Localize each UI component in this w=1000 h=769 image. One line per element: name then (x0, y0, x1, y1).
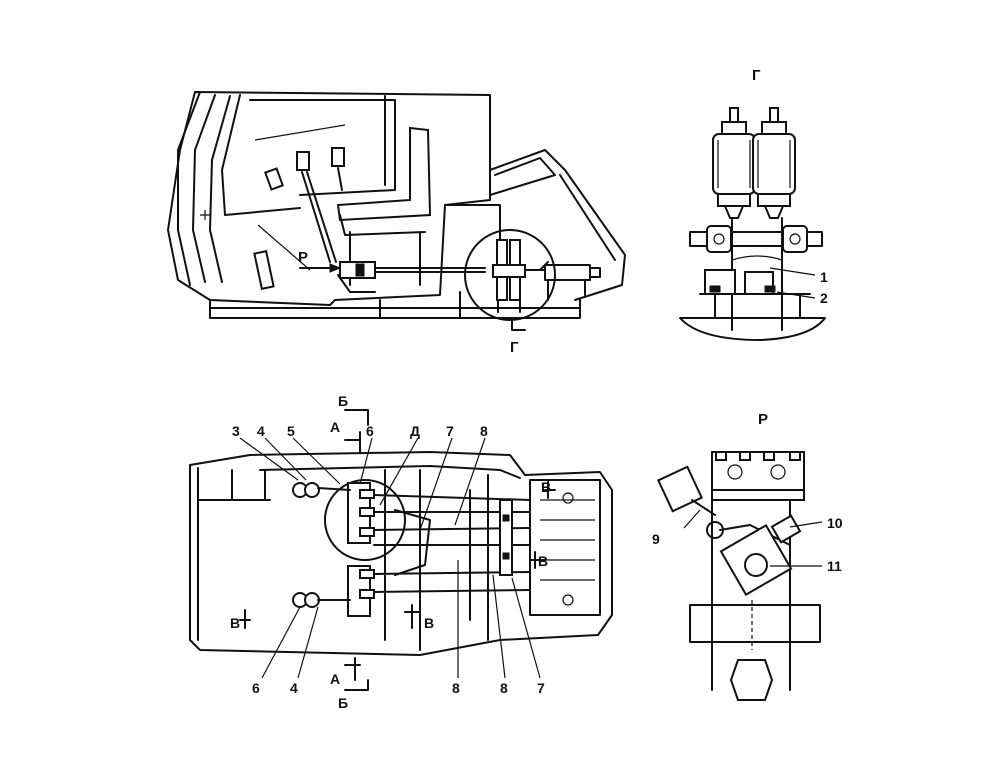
callout-6-top: 6 (366, 423, 374, 439)
callout-8-bottom-a: 8 (452, 680, 460, 696)
callout-6-bottom: 6 (252, 680, 260, 696)
callout-7-top: 7 (446, 423, 454, 439)
section-v-top: В (541, 479, 551, 495)
section-v-mid: В (538, 553, 548, 569)
plan-view: Б А В В В В А Б 3 4 5 6 Д 7 8 6 4 8 8 7 (189, 393, 613, 711)
callout-10: 10 (827, 515, 843, 531)
callout-8-bottom-b: 8 (500, 680, 508, 696)
callout-5: 5 (287, 423, 295, 439)
detail-p-title: Р (758, 411, 768, 428)
callout-2: 2 (820, 290, 828, 306)
section-b-top: Б (338, 393, 348, 409)
detail-p-view: Р 9 10 11 (652, 411, 843, 701)
section-b-bottom: Б (338, 695, 348, 711)
section-a-top: А (330, 419, 340, 435)
section-a-bottom: А (330, 671, 340, 687)
side-view: Р Г (167, 91, 626, 356)
callout-d: Д (410, 423, 420, 439)
section-g-marker: Г (510, 339, 519, 356)
callout-8-top: 8 (480, 423, 488, 439)
callout-11: 11 (827, 558, 842, 574)
callout-7-bottom: 7 (537, 680, 545, 696)
view-p-marker: Р (298, 249, 308, 266)
callout-4-bottom: 4 (290, 680, 298, 696)
section-v-right: В (424, 615, 434, 631)
callout-1: 1 (820, 269, 828, 285)
detail-g-view: Г 1 2 (679, 67, 828, 341)
callout-9: 9 (652, 531, 660, 547)
callout-3: 3 (232, 423, 240, 439)
callout-4-top: 4 (257, 423, 265, 439)
detail-g-title: Г (752, 67, 761, 84)
section-v-left: В (230, 615, 240, 631)
